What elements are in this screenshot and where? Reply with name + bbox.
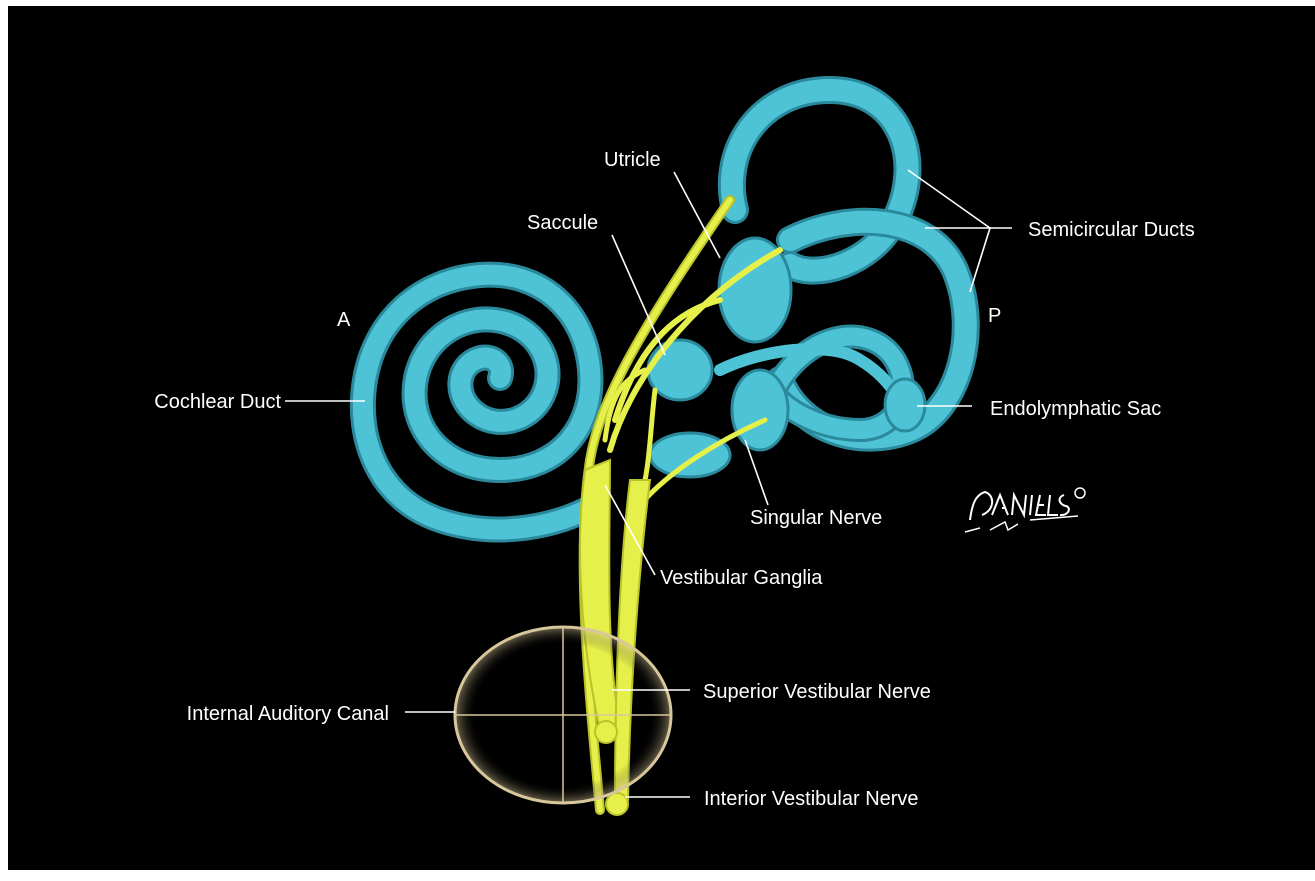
inferior-vestibular-nerve-end: [606, 793, 628, 815]
utricle: [719, 238, 791, 342]
label-semicircular-ducts: Semicircular Ducts: [1028, 219, 1195, 241]
label-internal-auditory-canal: Internal Auditory Canal: [187, 703, 389, 725]
label-superior-vestibular-nerve: Superior Vestibular Nerve: [703, 681, 931, 703]
label-vestibular-ganglia: Vestibular Ganglia: [660, 567, 823, 589]
cochlear-base: [650, 433, 730, 477]
label-saccule: Saccule: [527, 212, 598, 234]
saccule: [648, 340, 712, 400]
label-posterior: P: [988, 305, 1001, 327]
label-anterior: A: [337, 309, 351, 331]
vestibule: [732, 370, 788, 450]
label-cochlear-duct: Cochlear Duct: [154, 391, 281, 413]
label-endolymphatic-sac: Endolymphatic Sac: [990, 398, 1161, 420]
label-utricle: Utricle: [604, 149, 661, 171]
internal-auditory-canal: [455, 627, 671, 803]
label-singular-nerve: Singular Nerve: [750, 507, 882, 529]
label-inferior-vestibular-nerve: Interior Vestibular Nerve: [704, 788, 919, 810]
endolymphatic-sac: [885, 379, 925, 431]
